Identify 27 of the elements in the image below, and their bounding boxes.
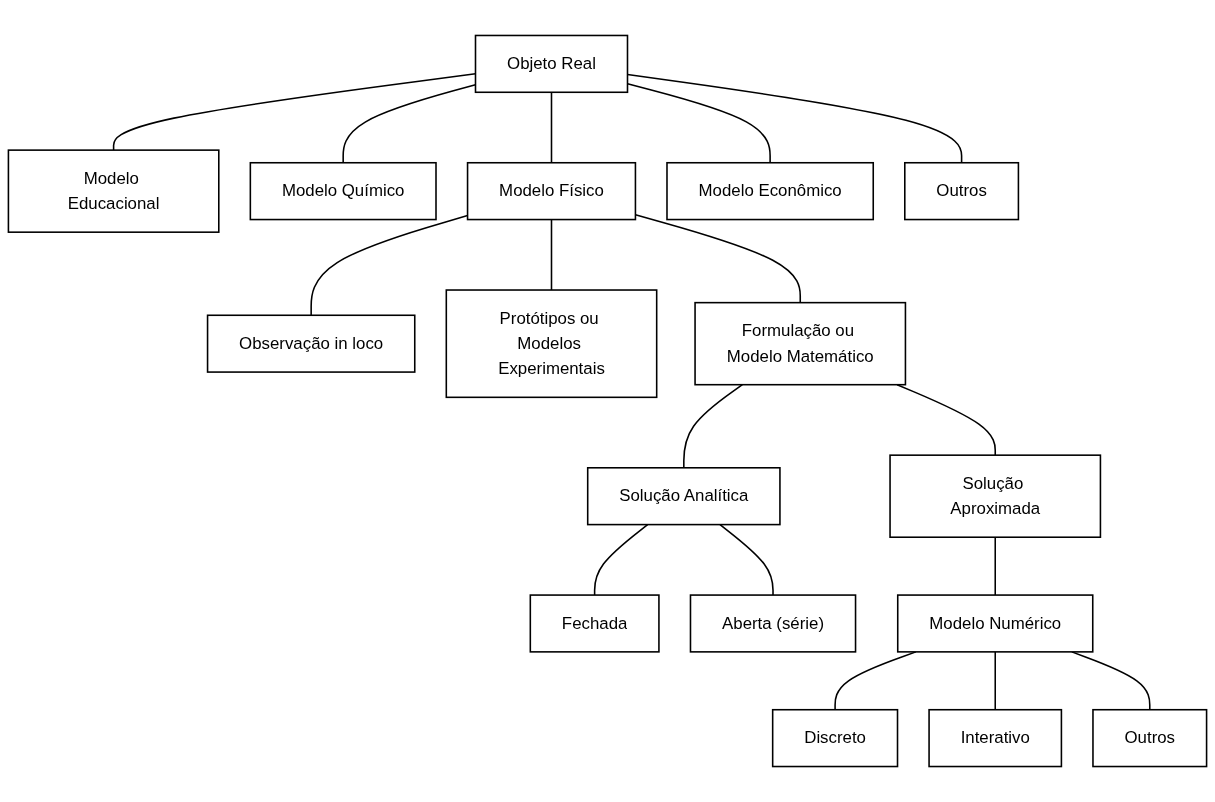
node-box: Fechada bbox=[529, 594, 660, 653]
node-box: Discreto bbox=[771, 708, 899, 768]
node-box: Modelo Econômico bbox=[666, 161, 875, 221]
connector bbox=[994, 651, 997, 711]
connector bbox=[593, 523, 649, 596]
node-box: Aberta (série) bbox=[689, 594, 857, 653]
node-box: Solução Aproximada bbox=[889, 454, 1102, 538]
node-box: Modelo Numérico bbox=[896, 594, 1094, 653]
node-box: Formulação ou Modelo Matemático bbox=[694, 301, 907, 386]
node-box: Observação in loco bbox=[206, 314, 416, 373]
node-box: Outros bbox=[904, 161, 1020, 221]
node-box: Modelo Químico bbox=[249, 161, 437, 221]
node-box: Protótipos ou Modelos Experimentais bbox=[445, 289, 658, 399]
connector bbox=[719, 523, 774, 596]
connector bbox=[896, 383, 997, 456]
node-box: Objeto Real bbox=[474, 34, 629, 94]
node-box: Interativo bbox=[928, 708, 1063, 768]
connector bbox=[834, 651, 917, 711]
connector bbox=[994, 536, 997, 596]
node-box: Outros bbox=[1092, 708, 1208, 768]
node-box: Modelo Educacional bbox=[7, 149, 220, 233]
connector bbox=[550, 218, 553, 291]
connector bbox=[1071, 651, 1151, 711]
node-box: Solução Analítica bbox=[586, 467, 781, 526]
node-box: Modelo Físico bbox=[466, 161, 637, 221]
connector bbox=[683, 383, 744, 469]
connector bbox=[550, 91, 553, 164]
